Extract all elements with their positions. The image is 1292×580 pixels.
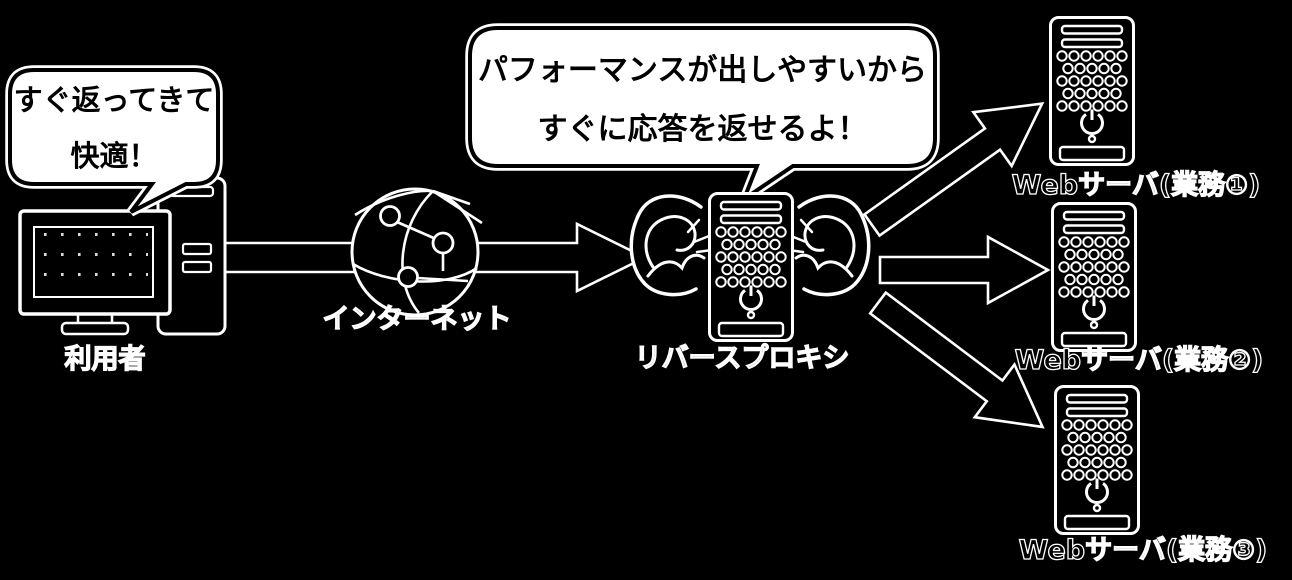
arrow-proxy-to-server3 [868,290,1045,429]
web-server-1-icon [1049,16,1135,166]
globe-network-icon [350,187,483,317]
proxy-speech-bubble [465,23,940,212]
web-server-3-icon [1054,385,1140,535]
user-bubble-line2: 快適！ [70,139,158,173]
arrow-proxy-to-server1 [862,102,1045,238]
reverse-proxy-server-icon [708,192,794,342]
web-server-2-icon [1051,202,1137,352]
user-speech-bubble-text: すぐ返ってきて 快適！ [10,70,218,182]
proxy-speech-bubble-text: パフォーマンスが出しやすいから すぐに応答を返せるよ！ [470,28,935,164]
proxy-bubble-line2: すぐに応答を返せるよ！ [537,111,868,147]
internet-label: インターネット [322,304,512,335]
user-speech-bubble [5,65,223,217]
muscle-arm-right-icon [786,194,871,297]
user-bubble-line1: すぐ返ってきて [13,83,215,117]
arrow-proxy-to-server2 [878,234,1051,306]
web-server-2-label: Webサーバ(業務②) [1014,345,1264,376]
muscle-arm-left-icon [629,194,714,297]
reverse-proxy-label: リバースプロキシ [634,343,850,374]
web-server-1-label: Webサーバ(業務①) [1011,170,1261,201]
desktop-computer-icon [18,176,227,336]
web-server-3-label: Webサーバ(業務③) [1018,535,1268,566]
user-label: 利用者 [64,344,146,375]
proxy-bubble-line1: パフォーマンスが出しやすいから [477,52,928,88]
